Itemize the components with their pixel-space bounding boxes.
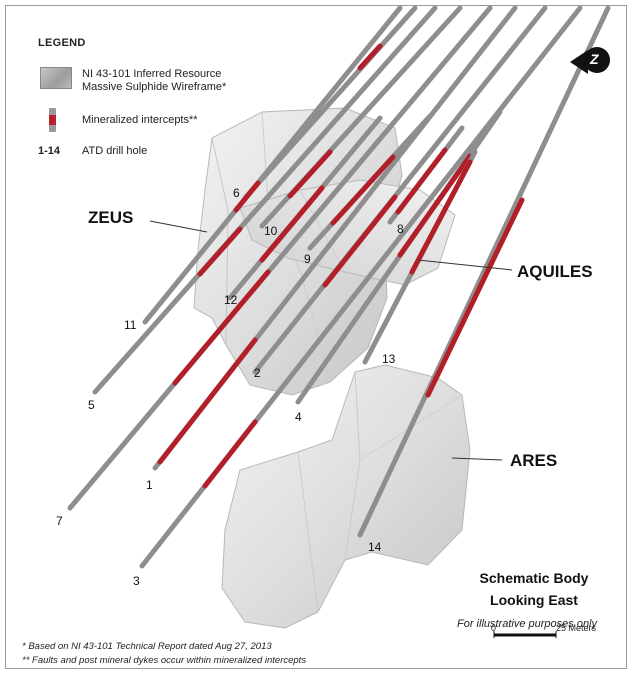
ares-body — [222, 365, 470, 628]
hole-label-14: 14 — [368, 540, 381, 554]
zeus-label: ZEUS — [88, 208, 133, 228]
legend-range: 1-14 — [38, 145, 60, 157]
hole-label-4: 4 — [295, 410, 302, 424]
hole-label-5: 5 — [88, 398, 95, 412]
hole-label-6: 6 — [233, 186, 240, 200]
hole-label-8: 8 — [397, 222, 404, 236]
legend-range-text: ATD drill hole — [82, 145, 147, 157]
scale-bar — [494, 631, 556, 638]
title-line1: Schematic Body — [434, 570, 634, 586]
aquiles-label: AQUILES — [517, 262, 593, 282]
footnote-1: * Based on NI 43-101 Technical Report da… — [22, 641, 272, 652]
intercept-swatch-icon — [49, 108, 56, 132]
hole-label-13: 13 — [382, 352, 395, 366]
footnote-2: ** Faults and post mineral dykes occur w… — [22, 655, 306, 666]
hole-label-10: 10 — [264, 224, 277, 238]
hole-label-2: 2 — [254, 366, 261, 380]
title-line2: Looking East — [434, 592, 634, 608]
north-symbol-letter: Z — [590, 51, 599, 67]
zeus-leader-line — [150, 221, 207, 232]
hole-label-3: 3 — [133, 574, 140, 588]
legend-title: LEGEND — [38, 37, 86, 49]
ares-label: ARES — [510, 451, 557, 471]
hole-label-7: 7 — [56, 514, 63, 528]
legend-resource-line2: Massive Sulphide Wireframe* — [82, 81, 226, 94]
scale-zero-label: 0 — [491, 623, 496, 633]
hole-label-11: 11 — [124, 318, 136, 332]
hole-label-1: 1 — [146, 478, 153, 492]
legend-intercepts: Mineralized intercepts** — [82, 114, 198, 127]
hole-label-9: 9 — [304, 252, 311, 266]
scale-max-label: 25 Meters — [556, 623, 596, 633]
hole-label-12: 12 — [224, 293, 237, 307]
resource-swatch-icon — [40, 67, 72, 89]
legend-resource-line1: NI 43-101 Inferred Resource — [82, 68, 221, 81]
